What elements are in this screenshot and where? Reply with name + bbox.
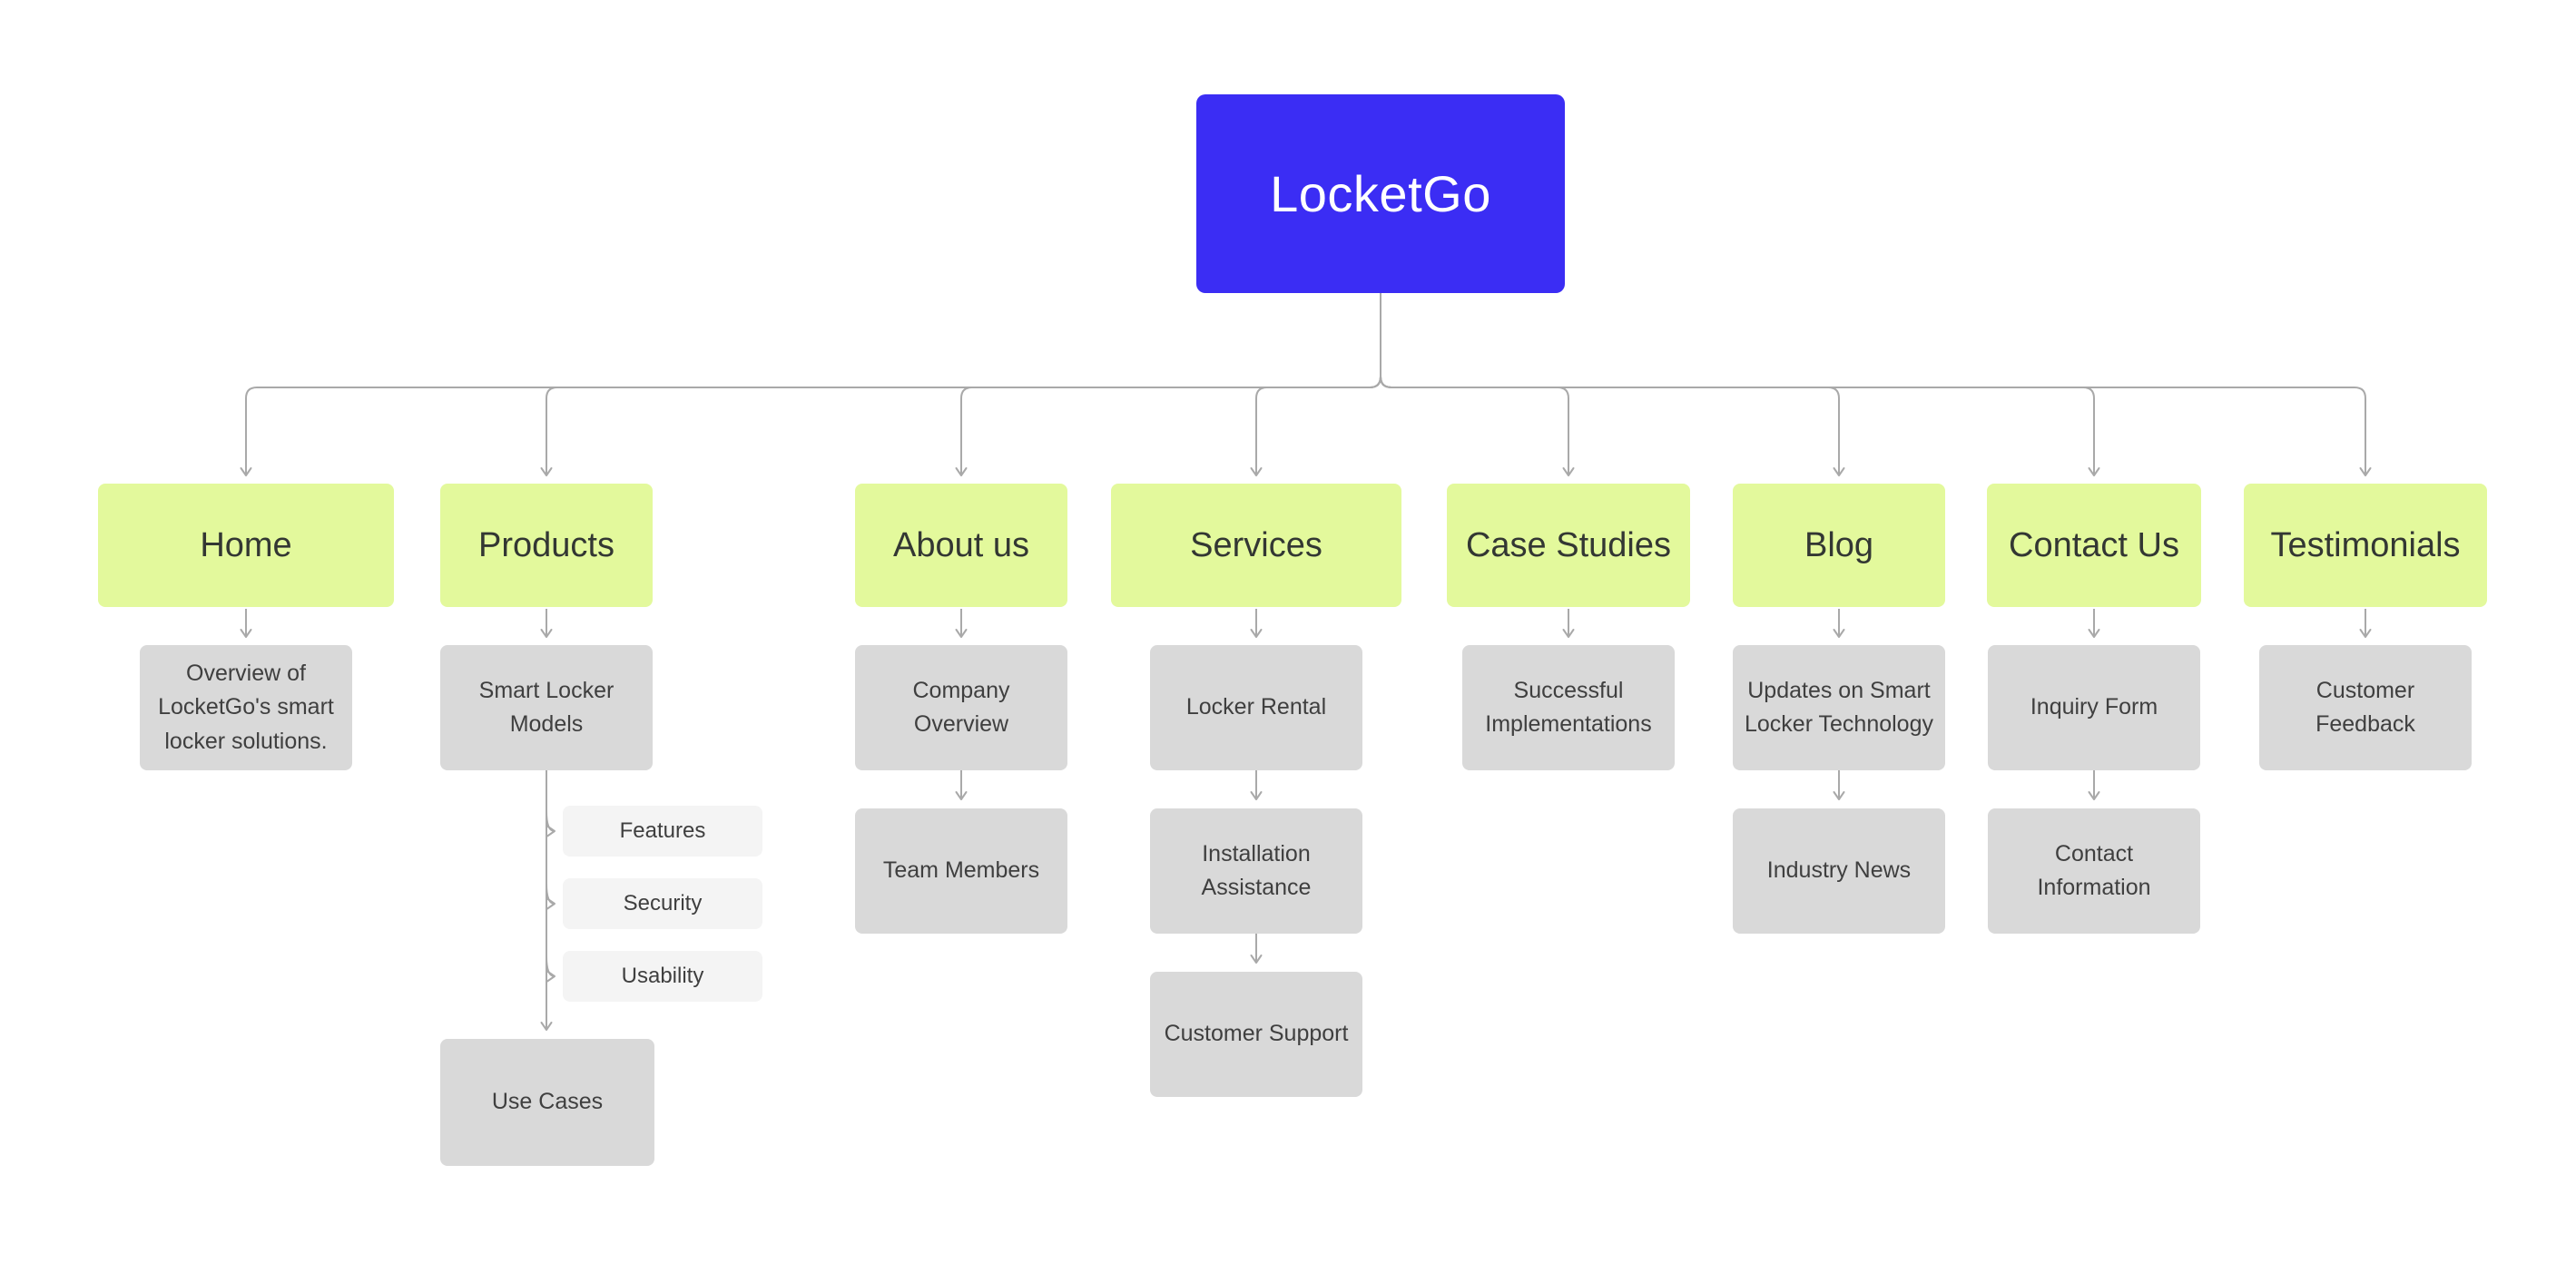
connector-models-security [546,883,556,910]
node-inquiry-form[interactable]: Inquiry Form [1988,645,2200,770]
node-home-overview[interactable]: Overview of LocketGo's smart locker solu… [140,645,352,770]
section-products-label: Products [478,525,615,564]
node-home-overview-label: Overview of LocketGo's smart locker solu… [158,660,334,754]
connector-models-features [546,810,556,837]
node-successful-implementations[interactable]: Successful Implementations [1462,645,1675,770]
node-use-cases[interactable]: Use Cases [440,1039,654,1166]
root-node-locketgo[interactable]: LocketGo [1196,94,1565,293]
section-services-label: Services [1190,525,1322,564]
node-contact-information-label: Contact Information [2037,840,2151,901]
section-testimonials-label: Testimonials [2270,525,2461,564]
root-node-label: LocketGo [1270,165,1491,222]
section-about-us[interactable]: About us [855,484,1067,607]
section-case-studies-label: Case Studies [1465,525,1671,564]
node-industry-news-label: Industry News [1766,857,1912,884]
connector-root-about-us [955,293,1381,476]
node-updates-smart-locker-technology-label: Updates on Smart Locker Technology [1744,677,1933,738]
node-company-overview-label: Company Overview [912,677,1010,738]
node-team-members[interactable]: Team Members [855,808,1067,934]
node-use-cases-label: Use Cases [491,1089,604,1115]
node-contact-information[interactable]: Contact Information [1988,808,2200,934]
subitem-features-label: Features [619,818,706,843]
node-customer-feedback-label: Customer Feedback [2315,677,2415,738]
section-home-label: Home [200,525,292,564]
node-successful-implementations-label: Successful Implementations [1485,677,1652,738]
connector-models-usability [546,955,556,983]
subitem-security-label: Security [623,891,703,915]
subitem-security[interactable]: Security [563,878,762,929]
connector-root-home [240,293,1381,476]
subitem-usability-label: Usability [621,964,704,988]
section-testimonials[interactable]: Testimonials [2244,484,2487,607]
node-smart-locker-models-label: Smart Locker Models [478,677,615,738]
connector-root-services [1250,293,1381,476]
subitem-features[interactable]: Features [563,806,762,857]
node-team-members-label: Team Members [882,857,1040,884]
node-smart-locker-models[interactable]: Smart Locker Models [440,645,653,770]
connector-root-contact-us [1380,293,2100,476]
connector-root-blog [1380,293,1845,476]
section-contact-us[interactable]: Contact Us [1987,484,2201,607]
section-products[interactable]: Products [440,484,653,607]
node-installation-assistance-label: Installation Assistance [1201,840,1312,901]
node-customer-support-label: Customer Support [1164,1021,1349,1047]
node-locker-rental[interactable]: Locker Rental [1150,645,1362,770]
node-locker-rental-label: Locker Rental [1185,694,1327,720]
connector-root-testimonials [1380,293,2372,476]
section-blog[interactable]: Blog [1733,484,1945,607]
section-about-us-label: About us [893,525,1029,564]
subitem-usability[interactable]: Usability [563,951,762,1002]
node-company-overview[interactable]: Company Overview [855,645,1067,770]
section-services[interactable]: Services [1111,484,1401,607]
node-industry-news[interactable]: Industry News [1733,808,1945,934]
section-home[interactable]: Home [98,484,394,607]
section-contact-us-label: Contact Us [2009,525,2179,564]
node-inquiry-form-label: Inquiry Form [2030,694,2158,720]
node-customer-feedback[interactable]: Customer Feedback [2259,645,2472,770]
section-blog-label: Blog [1804,525,1874,564]
section-case-studies[interactable]: Case Studies [1447,484,1690,607]
node-installation-assistance[interactable]: Installation Assistance [1150,808,1362,934]
connector-root-case-studies [1380,293,1575,476]
connector-root-products [540,293,1381,476]
node-customer-support[interactable]: Customer Support [1150,972,1362,1097]
node-updates-smart-locker-technology[interactable]: Updates on Smart Locker Technology [1733,645,1945,770]
